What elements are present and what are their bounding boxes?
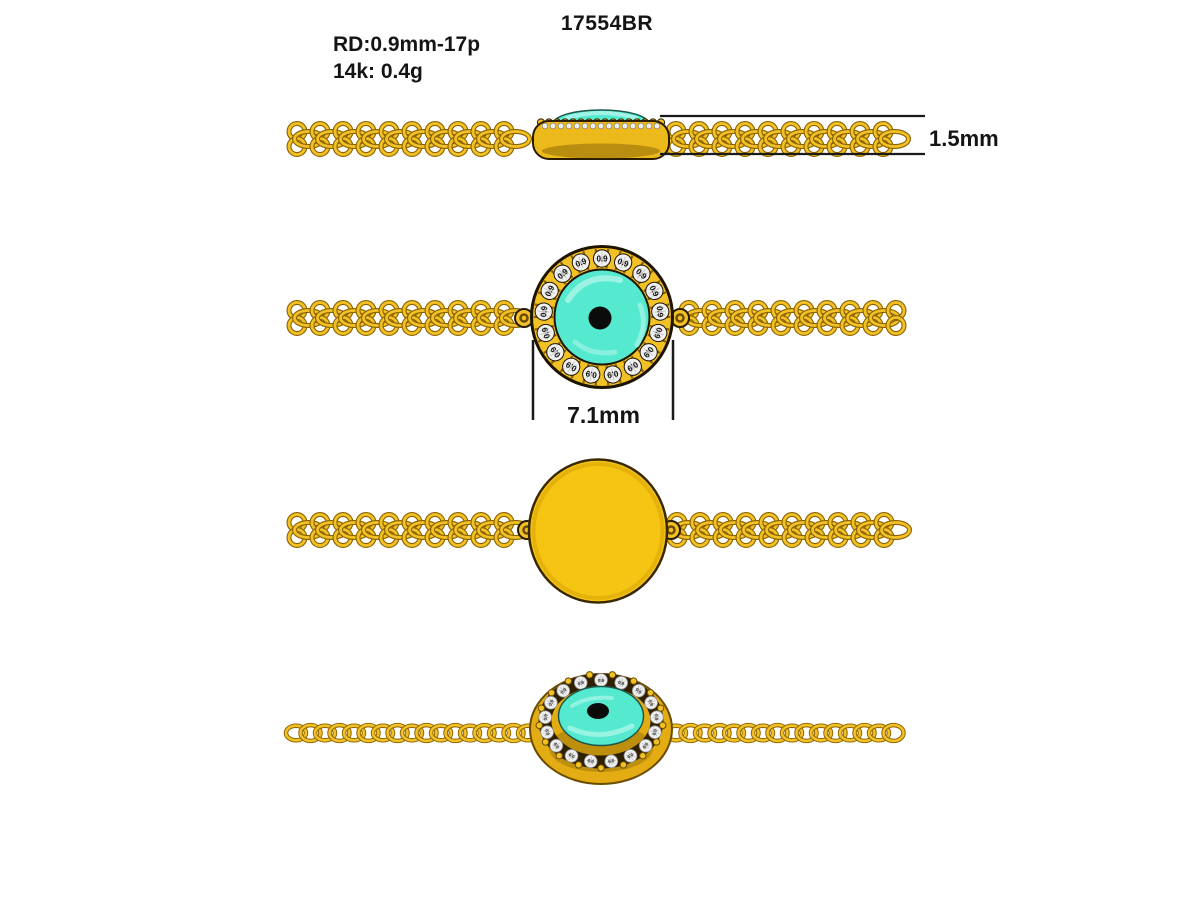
stone-size-label: 0.9: [544, 728, 551, 736]
stone-size-label: 0.9: [548, 699, 555, 707]
halo-stone: 0.9: [594, 673, 608, 687]
chain-left: [286, 512, 532, 548]
halo-stone: 0.9: [645, 281, 664, 301]
spec-metal-weight: 14k: 0.4g: [333, 60, 423, 83]
stone-size-label: 0.9: [559, 687, 567, 695]
halo-stone: 0.9: [553, 264, 572, 283]
stone-size-label: 0.9: [635, 687, 643, 695]
chain-left: [286, 300, 532, 336]
stone-size-label: 0.9: [539, 305, 549, 317]
halo-stone: 0.9: [571, 253, 590, 272]
stone-size-label: 0.9: [616, 257, 630, 270]
halo-stone: 0.9: [614, 253, 633, 272]
chain-left: [283, 722, 541, 744]
thickness-dimension-lines: [660, 114, 925, 156]
halo-stone: 0.9: [623, 749, 638, 763]
halo-stone: 0.9: [632, 264, 651, 283]
halo-stone: 0.9: [648, 725, 662, 740]
halo-stone: 0.9: [540, 281, 559, 301]
stone-size-label: 0.9: [567, 752, 575, 760]
width-dimension-label: 7.1mm: [567, 402, 640, 428]
chain-right: [678, 300, 907, 336]
stone-size-label: 0.9: [655, 306, 665, 318]
thickness-dimension-label: 1.5mm: [929, 126, 999, 151]
back-view: [286, 458, 912, 604]
halo-stone: 0.9: [562, 357, 581, 376]
stone-size-label: 0.9: [543, 713, 549, 720]
halo-stone: 0.9: [582, 365, 601, 384]
chain-right: [666, 512, 912, 548]
halo-stone: 0.9: [649, 710, 664, 725]
halo-stone: 0.9: [544, 695, 558, 710]
stone-size-label: 0.9: [641, 742, 649, 750]
halo-stone: 0.9: [604, 754, 619, 769]
stone-size-label: 0.9: [552, 741, 560, 749]
stone-size-label: 0.9: [596, 254, 608, 263]
chain-right: [665, 121, 911, 157]
spec-stone-size: RD:0.9mm-17p: [333, 33, 481, 56]
halo-stone: 0.9: [540, 725, 554, 740]
halo-stone: 0.9: [623, 357, 642, 376]
halo-stone: 0.9: [603, 365, 622, 384]
halo-stone: 0.9: [564, 749, 579, 763]
halo-stone: 0.9: [651, 302, 670, 321]
halo-stone: 0.9: [649, 323, 668, 343]
side-view: [286, 109, 925, 160]
stone-size-label: 0.9: [577, 679, 585, 686]
halo-stone: 0.9: [556, 683, 571, 698]
halo-stone: 0.9: [538, 710, 553, 725]
stone-size-label: 0.9: [606, 369, 619, 380]
stone-size-label: 0.9: [540, 326, 552, 340]
stone-size-label: 0.9: [584, 369, 597, 380]
halo-stone: 0.9: [638, 738, 653, 753]
halo-stone: 0.9: [644, 695, 658, 710]
width-dimension-lines: [531, 340, 675, 420]
stone-size-label: 0.9: [598, 678, 605, 683]
halo-stone: 0.9: [592, 249, 612, 268]
chain-left: [286, 121, 532, 157]
stone-size-label: 0.9: [647, 699, 654, 707]
halo-stone: 0.9: [536, 323, 555, 343]
halo-stone: 0.9: [546, 343, 565, 362]
model-number: 17554BR: [560, 12, 654, 35]
stone-size-label: 0.9: [607, 758, 615, 764]
halo-stone: 0.9: [549, 738, 564, 753]
connector-ring: [514, 308, 534, 328]
stone-size-label: 0.9: [654, 714, 660, 721]
charm-side: [532, 109, 670, 160]
stone-size-label: 0.9: [652, 326, 664, 340]
halo-stone: 0.9: [614, 675, 629, 690]
stone-size-label: 0.9: [617, 680, 625, 687]
stone-size-label: 0.9: [651, 728, 658, 736]
stone-size-label: 0.9: [587, 758, 595, 764]
halo-stone: 0.9: [639, 343, 658, 362]
halo-stone: 0.9: [631, 683, 646, 698]
halo-stone: 0.9: [583, 754, 598, 769]
chain-right: [663, 722, 906, 744]
halo-stone: 0.9: [534, 302, 553, 321]
charm-back: [527, 458, 669, 604]
stone-size-label: 0.9: [626, 752, 634, 760]
stone-size-label: 0.9: [574, 256, 588, 269]
